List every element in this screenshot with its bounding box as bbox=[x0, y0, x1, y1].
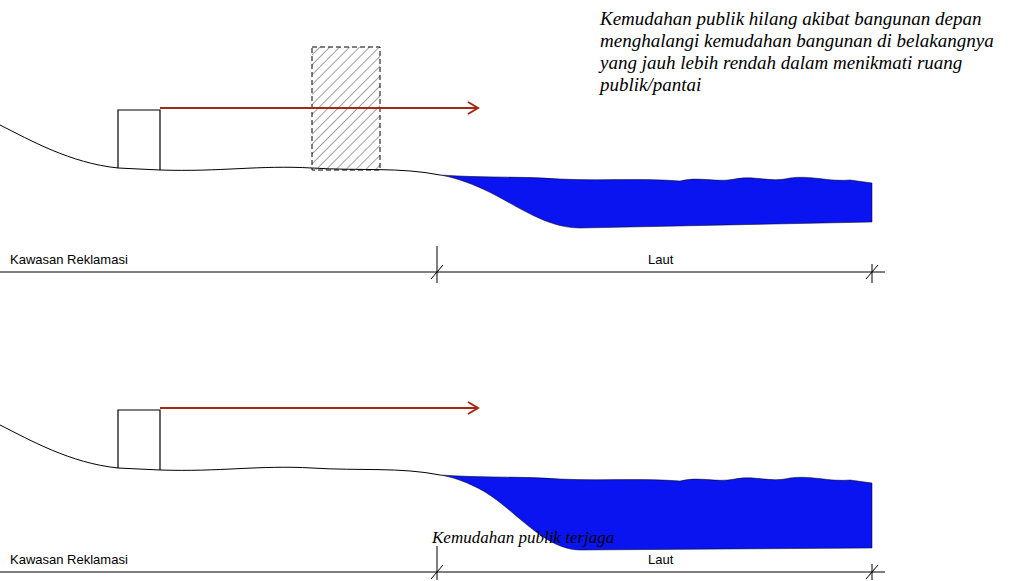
zone-label: Laut bbox=[648, 552, 673, 567]
bottom-panel bbox=[0, 402, 885, 580]
top-panel bbox=[0, 47, 885, 283]
view-arrow bbox=[160, 102, 478, 114]
zone-label: Kawasan Reklamasi bbox=[10, 552, 128, 567]
callout-note: Kemudahan publik terjaga bbox=[432, 528, 614, 548]
callout-note: Kemudahan publik hilang akibat bangunan … bbox=[600, 8, 1018, 96]
low-building bbox=[118, 110, 160, 170]
zone-label: Laut bbox=[648, 252, 673, 267]
dimension-line bbox=[0, 246, 885, 283]
dimension-line bbox=[0, 546, 885, 580]
ground-line bbox=[0, 425, 440, 475]
zone-label: Kawasan Reklamasi bbox=[10, 252, 128, 267]
view-arrow bbox=[160, 402, 478, 414]
sea-water bbox=[440, 175, 872, 228]
low-building bbox=[118, 410, 160, 470]
